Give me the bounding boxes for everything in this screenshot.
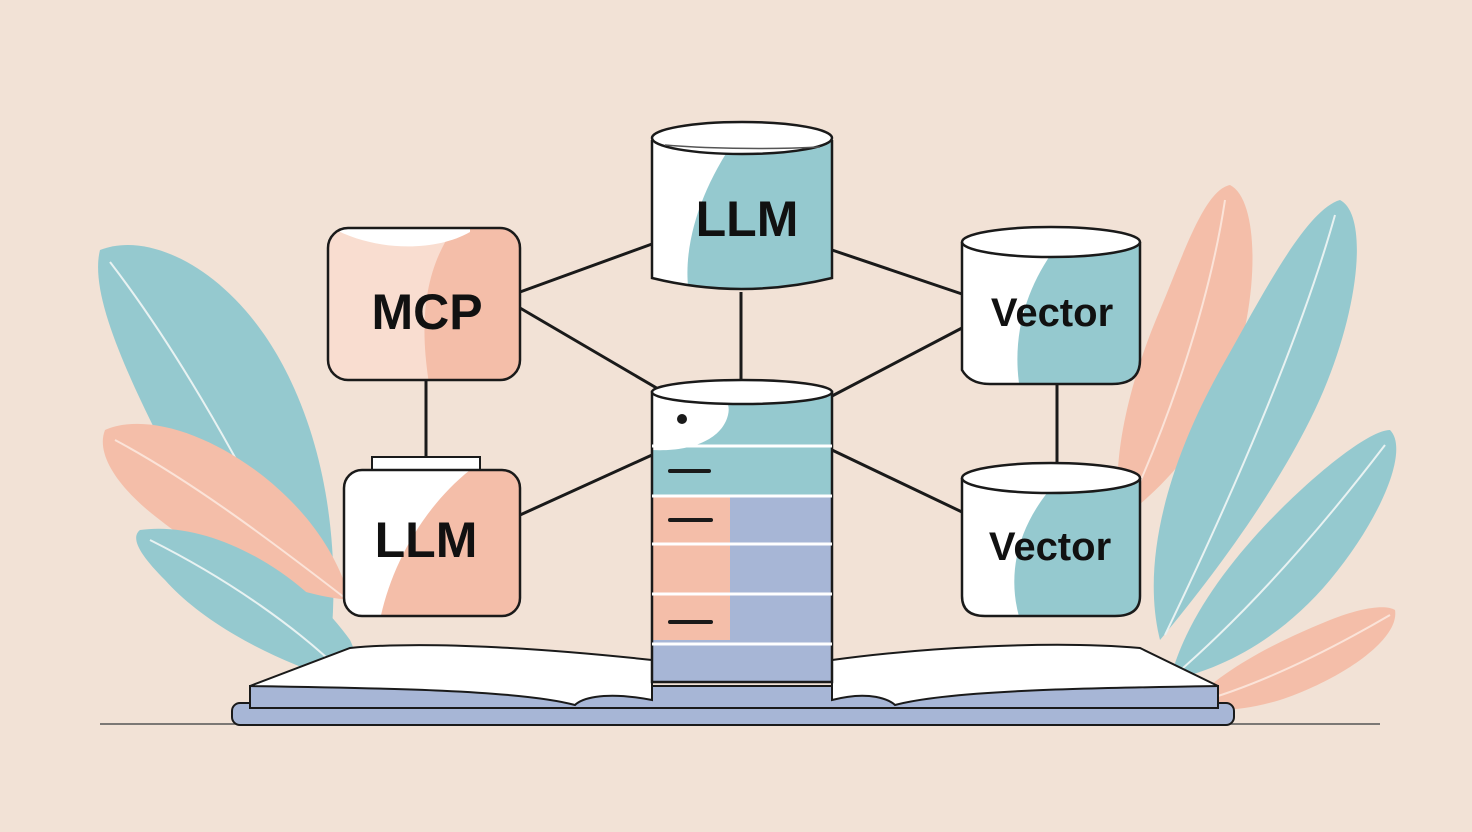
leaf-icon: [1190, 607, 1396, 710]
node-vector-top: Vector: [960, 225, 1142, 386]
edge-mcp-llm-top: [519, 242, 653, 294]
book-right-page: [831, 643, 1219, 707]
node-llm-top: LLM: [650, 120, 834, 291]
edge-mcp-server: [519, 306, 661, 392]
node-llm-top-label: LLM: [696, 191, 799, 247]
leaf-vein: [1164, 214, 1336, 636]
edge-vector-bottom-server: [831, 448, 963, 514]
leaf-vein: [114, 439, 346, 599]
node-vector-top-label: Vector: [991, 291, 1113, 335]
node-vector-bottom-label: Vector: [989, 525, 1111, 569]
leaf-vein: [1174, 444, 1386, 676]
edge-llm-top-vector-top: [831, 248, 963, 296]
node-mcp: MCP: [326, 226, 522, 382]
node-llm-left: LLM: [342, 456, 522, 618]
leaf-icon: [136, 528, 356, 680]
node-llm-left-label: LLM: [375, 512, 478, 568]
node-vector-bottom: Vector: [960, 461, 1142, 618]
leaf-vein: [1124, 199, 1226, 516]
leaf-icon: [1170, 430, 1397, 680]
server-indicator-dot: [677, 414, 687, 424]
leaf-icon: [1153, 200, 1357, 640]
connectors: [424, 242, 1059, 517]
edge-llm-left-server: [519, 453, 653, 517]
edge-vector-top-server: [831, 326, 963, 398]
right-leaves: [1117, 185, 1397, 710]
leaf-vein: [1194, 614, 1391, 704]
left-leaves: [98, 244, 356, 680]
node-server: [650, 378, 834, 684]
leaf-icon: [1117, 185, 1253, 520]
open-book-icon: [231, 643, 1235, 726]
node-mcp-label: MCP: [371, 284, 482, 340]
book-left-page: [249, 644, 653, 707]
